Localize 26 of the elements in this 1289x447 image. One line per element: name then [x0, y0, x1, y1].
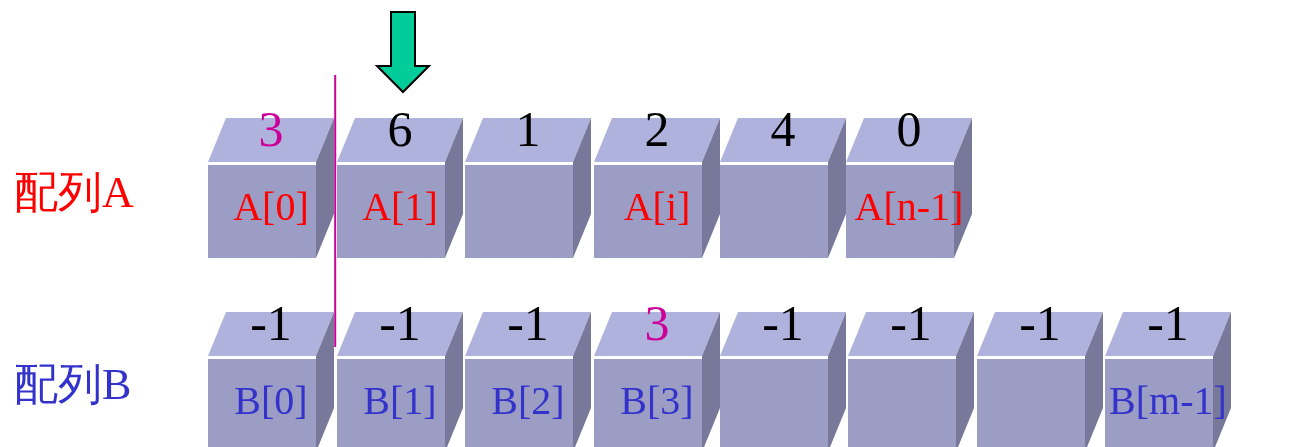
cell-value: -1: [250, 298, 292, 348]
row-label: 配列B: [14, 360, 132, 410]
cell-value: -1: [890, 298, 932, 348]
index-label: B[1]: [363, 377, 437, 425]
cell-value: -1: [507, 298, 549, 348]
index-label: B[3]: [620, 377, 694, 425]
cell-value: -1: [1147, 298, 1189, 348]
cell-value: 6: [387, 104, 413, 154]
cell-value: 3: [644, 298, 670, 348]
index-label: B[m-1]: [1109, 377, 1227, 425]
cell-value: 2: [644, 104, 670, 154]
cell-value: 4: [770, 104, 796, 154]
row-label: 配列A: [14, 168, 134, 218]
index-label: A[i]: [623, 183, 691, 231]
index-label: A[n-1]: [854, 183, 964, 231]
cell-value: 0: [896, 104, 922, 154]
index-label: A[0]: [233, 183, 309, 231]
cell-value: -1: [762, 298, 804, 348]
cell-value: -1: [1019, 298, 1061, 348]
index-label: A[1]: [362, 183, 438, 231]
cell-value: 1: [515, 104, 541, 154]
cell-value: 3: [258, 104, 284, 154]
arrow: [374, 11, 432, 94]
index-label: B[2]: [491, 377, 565, 425]
index-label: B[0]: [234, 377, 308, 425]
cell-value: -1: [379, 298, 421, 348]
